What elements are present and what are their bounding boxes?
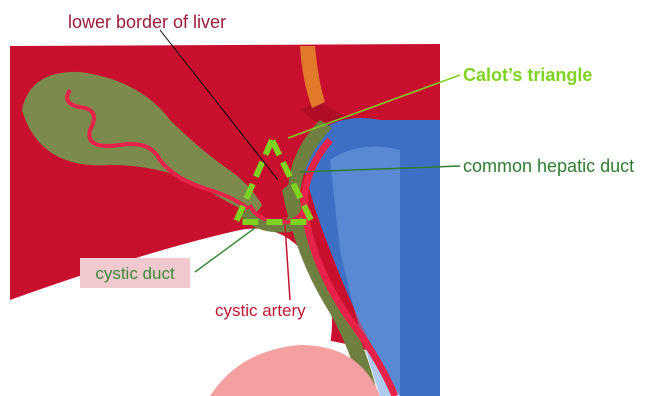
label-cystic-duct-text: cystic duct xyxy=(95,265,174,282)
label-cystic-artery: cystic artery xyxy=(215,302,306,319)
label-lower-border-of-liver: lower border of liver xyxy=(68,13,226,31)
label-common-hepatic-duct: common hepatic duct xyxy=(463,157,634,175)
label-calots-triangle: Calot’s triangle xyxy=(463,66,592,84)
label-cystic-duct: cystic duct xyxy=(80,258,190,288)
